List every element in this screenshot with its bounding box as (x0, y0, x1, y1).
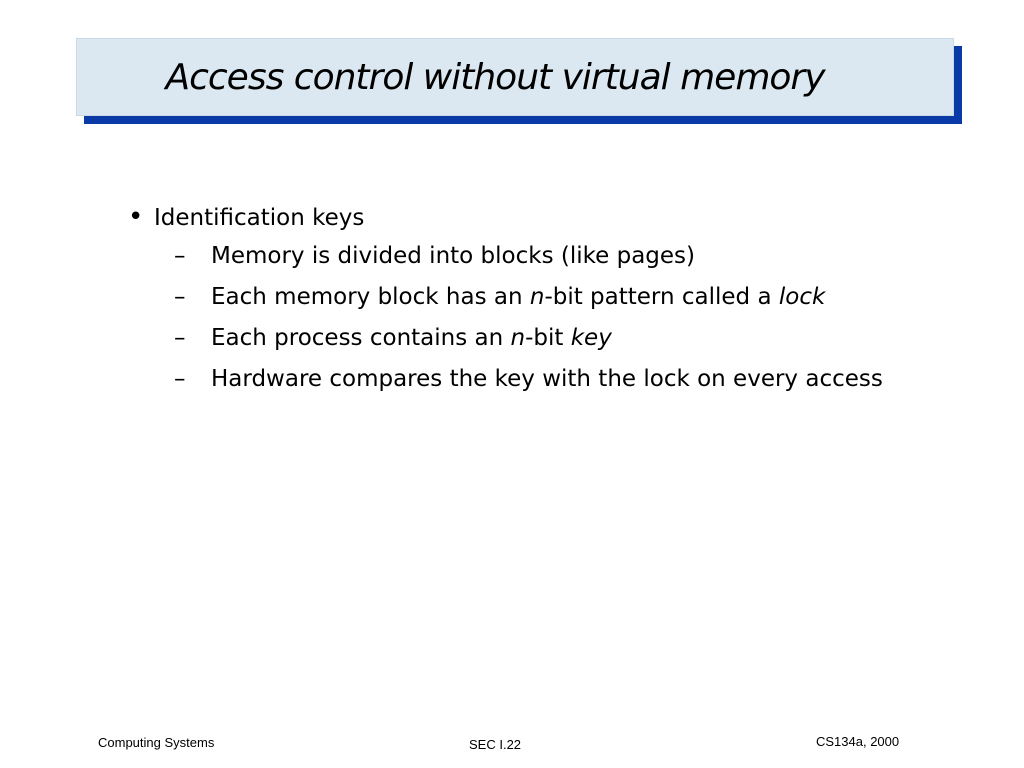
slide-content: • Identification keys – Memory is divide… (128, 200, 888, 403)
sub-item: – Memory is divided into blocks (like pa… (174, 239, 888, 273)
sub-text-italic: lock (778, 284, 826, 310)
bullet-item: • Identification keys (128, 200, 888, 235)
bullet-marker: • (128, 202, 144, 232)
sub-text-part: Hardware compares the key with the lock … (211, 366, 883, 392)
slide-title: Access control without virtual memory (165, 56, 825, 98)
dash-marker: – (174, 284, 186, 310)
footer-left: Computing Systems (98, 735, 215, 750)
sub-item-text: Hardware compares the key with the lock … (211, 362, 888, 396)
footer-right: CS134a, 2000 (816, 734, 900, 749)
title-box: Access control without virtual memory (76, 38, 954, 116)
sub-item-text: Each memory block has an n-bit pattern c… (211, 280, 888, 314)
footer-page-number: SEC I.22 (469, 737, 522, 752)
sub-text-italic: key (570, 325, 612, 351)
sub-text-part: Memory is divided into blocks (like page… (211, 243, 695, 269)
sub-item: – Each process contains an n-bit key (174, 321, 888, 355)
sub-list: – Memory is divided into blocks (like pa… (174, 239, 888, 396)
sub-text-part: -bit pattern called a (544, 284, 779, 310)
sub-text-part: Each memory block has an (211, 284, 530, 310)
dash-marker: – (174, 243, 186, 269)
sub-text-part: Each process contains an (211, 325, 511, 351)
dash-marker: – (174, 325, 186, 351)
bullet-text: Identification keys (154, 205, 365, 231)
sub-text-italic: n (510, 325, 526, 351)
dash-marker: – (174, 366, 186, 392)
sub-item-text: Memory is divided into blocks (like page… (211, 239, 888, 273)
sub-text-italic: n (529, 284, 545, 310)
sub-text-part: -bit (525, 325, 571, 351)
sub-item: – Each memory block has an n-bit pattern… (174, 280, 888, 314)
sub-item-text: Each process contains an n-bit key (211, 321, 888, 355)
sub-item: – Hardware compares the key with the loc… (174, 362, 888, 396)
